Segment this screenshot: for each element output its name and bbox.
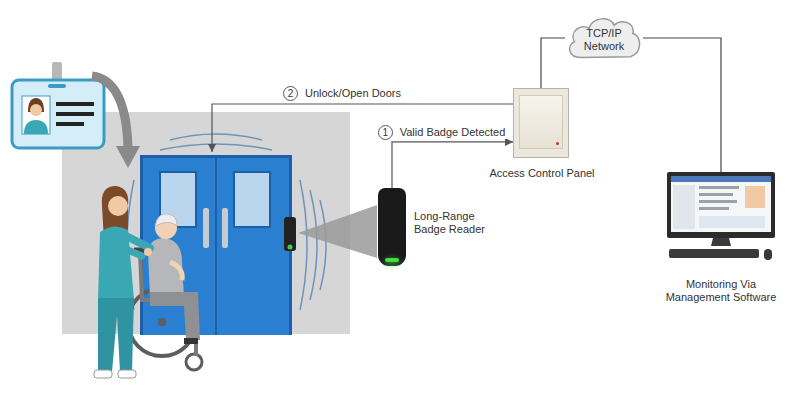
connector	[392, 142, 513, 188]
status-led	[556, 142, 559, 145]
panel-node: Access Control Panel	[513, 88, 569, 158]
step-label: Unlock/Open Doors	[303, 87, 403, 100]
patient	[148, 214, 200, 344]
callout-number: 2	[283, 86, 298, 101]
wall-reader	[284, 217, 296, 251]
reader-node: Long-Range Badge Reader	[378, 188, 406, 266]
monitor-node: Monitoring Via Management Software	[665, 172, 777, 264]
device-label: Access Control Panel	[472, 167, 612, 180]
panel-door	[519, 95, 563, 149]
tap-arrow	[92, 76, 140, 168]
nurse	[94, 186, 152, 378]
id-badge	[12, 62, 104, 148]
read-beam	[298, 205, 377, 258]
cloud-node: TCP/IP Network	[565, 14, 643, 62]
reader-glow	[385, 258, 399, 262]
connector	[541, 38, 565, 88]
device-label: Monitoring Via Management Software	[660, 278, 782, 304]
callout-number: 1	[378, 125, 393, 140]
connector	[643, 38, 721, 172]
device-label: Long-Range Badge Reader	[414, 210, 490, 236]
network-label: TCP/IP Network	[578, 27, 630, 53]
monitor-drawing	[665, 172, 777, 264]
unlock-line	[212, 104, 513, 152]
double-doors	[140, 155, 292, 335]
edge-label: Valid Badge Detected	[398, 126, 508, 139]
